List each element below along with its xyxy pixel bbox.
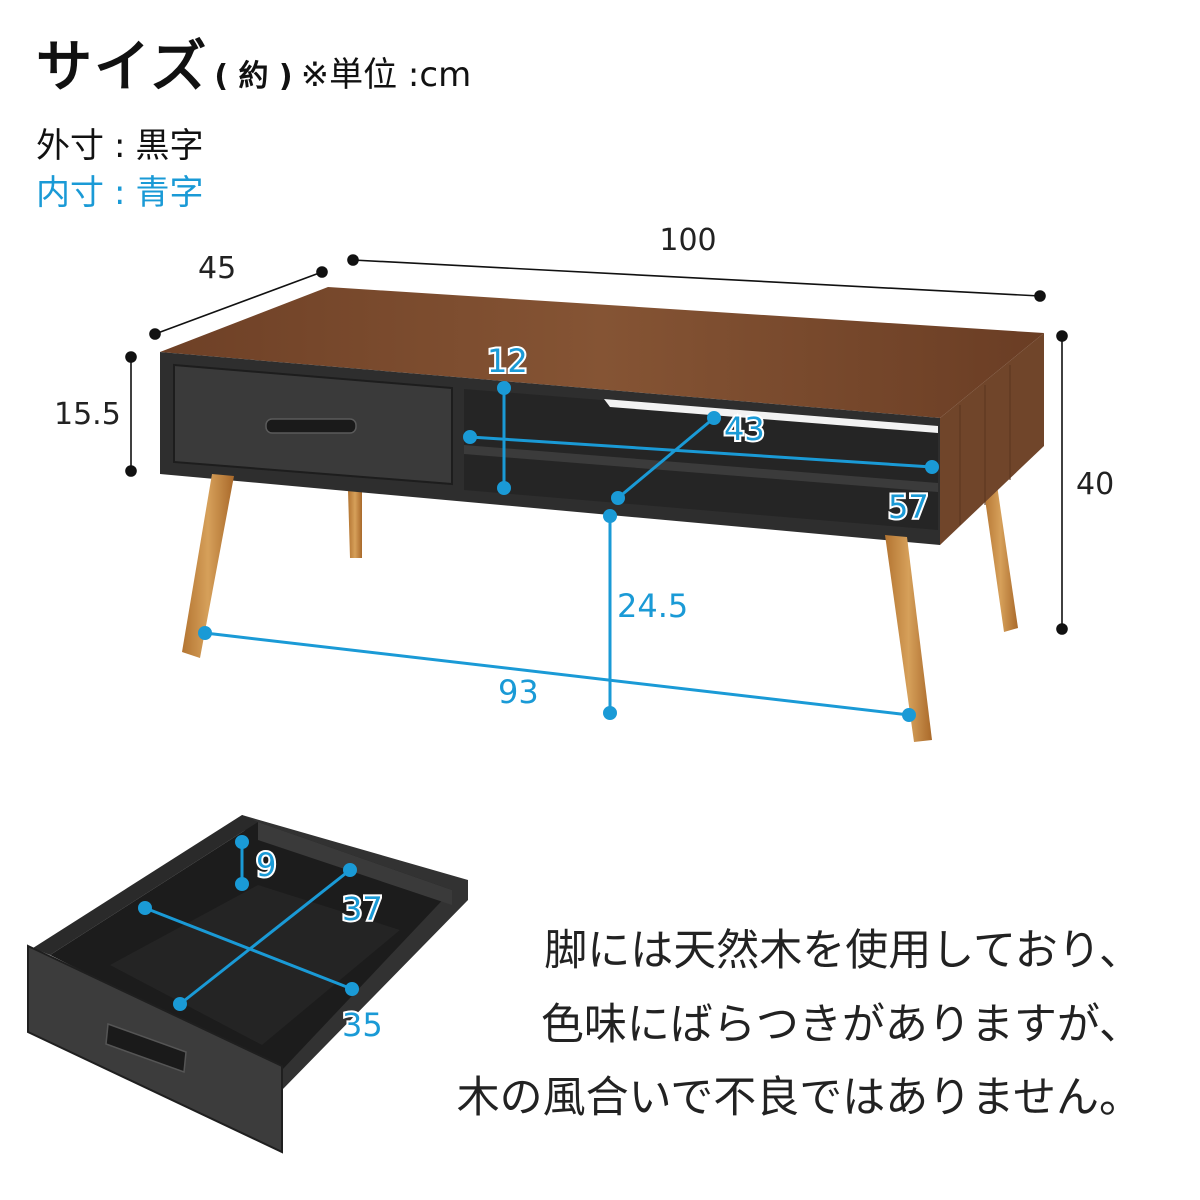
leg-front-right (885, 535, 932, 742)
leg-back-left (348, 490, 362, 558)
note-line-1: 脚には天然木を使用しており、 (544, 926, 1142, 976)
drawer-inner-dimensions (138, 835, 359, 1011)
inner-dim-labels: 12 43 57 24.5 93 (485, 340, 931, 713)
wood-grain (959, 365, 1011, 525)
drawer (27, 815, 468, 1154)
drawer-inner-right-wall (258, 822, 452, 905)
dim-top-height-label: 15.5 (54, 397, 121, 432)
page-title: サイズ( 約 )※単位 :cm (36, 22, 471, 103)
legend-outer: 外寸:黒字 (36, 118, 203, 167)
title-approx: ( 約 ) (214, 59, 293, 94)
shelf-back-highlight (604, 399, 938, 433)
leg-front-left (182, 474, 234, 658)
dim-shelf-depth-label: 43 (724, 410, 765, 448)
drawer-dim-labels: 9 37 35 (254, 844, 385, 1046)
dim-shelf-width-label: 57 (888, 488, 929, 526)
legend-inner: 内寸:青字 (36, 165, 203, 214)
drawer-inner-floor (110, 885, 400, 1045)
note-line-2: 色味にばらつきがありますが、 (540, 1000, 1142, 1050)
leg-back-right (983, 485, 1018, 632)
title-size: サイズ (36, 35, 209, 100)
table-side-panel (940, 333, 1044, 545)
legend-inner-label: 内寸 (36, 173, 104, 213)
outer-dim-labels: 100 45 15.5 40 (54, 223, 1114, 502)
drawer-depth-label: 37 (342, 890, 383, 928)
inner-dimensions (198, 381, 939, 722)
legend-outer-label: 外寸 (36, 126, 104, 166)
drawer-handle (265, 418, 357, 434)
legend-inner-sep: : (114, 173, 126, 213)
legend-inner-value: 青字 (135, 173, 204, 213)
shelf-divider (464, 445, 938, 492)
outer-dimensions (125, 254, 1068, 635)
legend-outer-sep: : (114, 126, 126, 166)
table-top (160, 287, 1044, 418)
coffee-table (160, 287, 1044, 742)
drawer-pull-handle (105, 1022, 187, 1074)
drawer-height-label: 9 (256, 846, 276, 884)
note-line-3: 木の風合いで不良ではありません。 (456, 1073, 1142, 1123)
drawer-back-left (33, 815, 258, 955)
dim-height-label: 40 (1076, 467, 1114, 502)
dim-opening-height-label: 12 (487, 342, 528, 380)
legend-outer-value: 黒字 (135, 126, 204, 166)
compartment-opening (464, 389, 938, 530)
dim-width-label: 100 (659, 223, 716, 258)
drawer-width-label: 35 (342, 1006, 383, 1044)
unit-note: ※単位 :cm (300, 55, 472, 95)
dim-depth-label: 45 (198, 251, 236, 286)
dim-leg-span-label: 93 (498, 673, 539, 711)
dim-clearance-label: 24.5 (617, 587, 688, 625)
